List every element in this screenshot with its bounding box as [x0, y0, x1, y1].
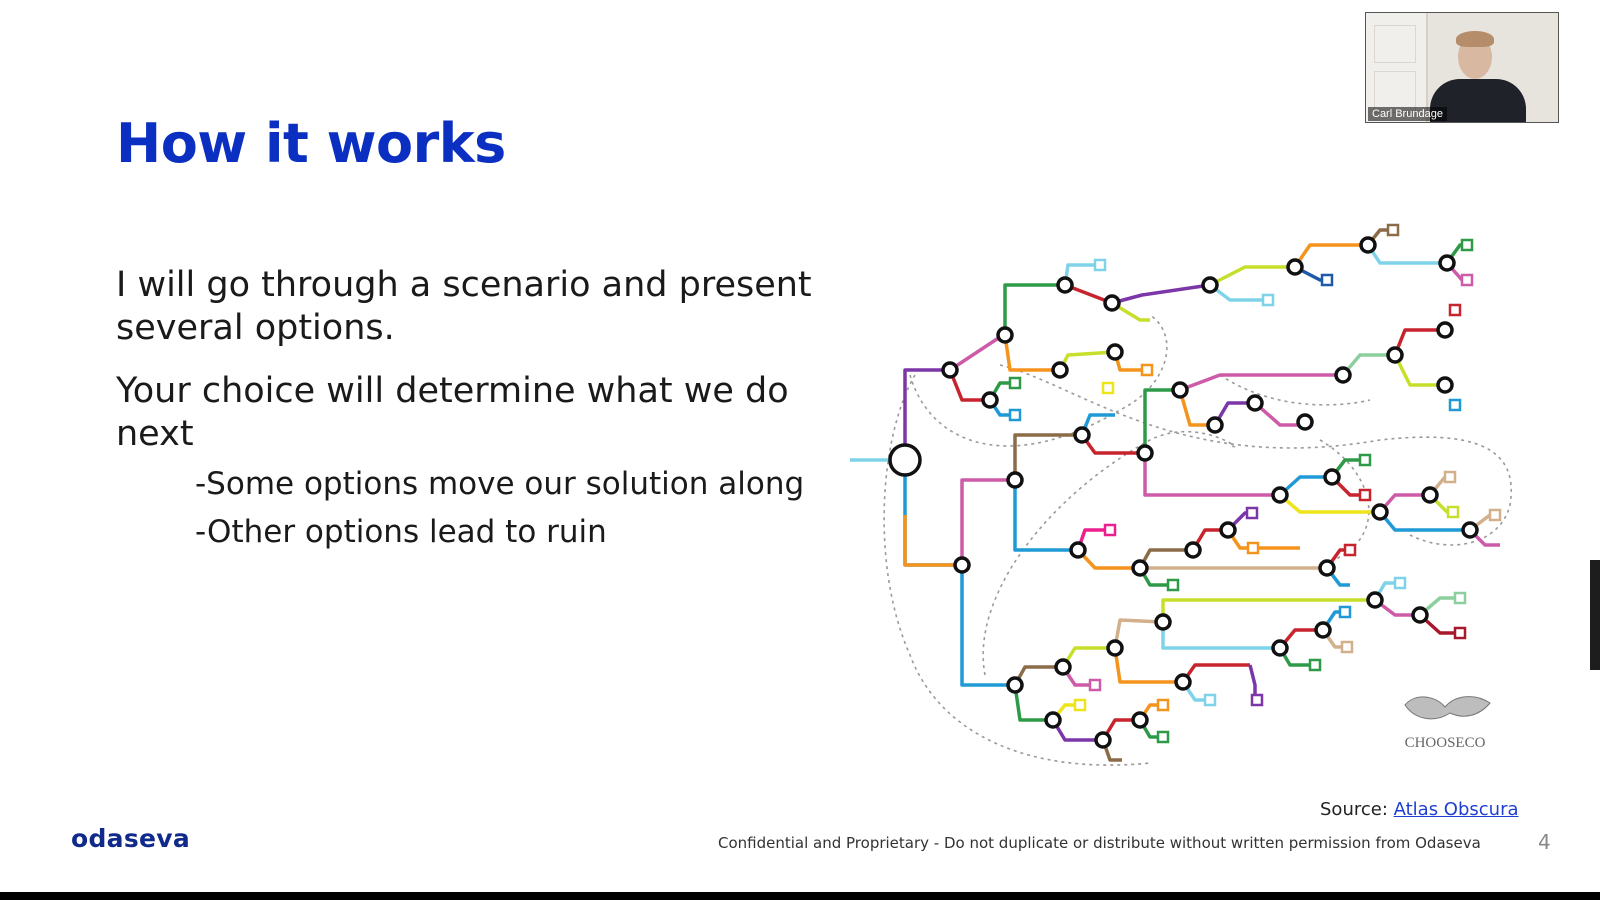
choose-your-own-adventure-diagram: CHOOSECO [850, 223, 1513, 766]
slide-title: How it works [116, 112, 506, 175]
brand-logo: odaseva [71, 824, 191, 853]
sub-point-move-along: -Some options move our solution along [195, 466, 805, 502]
footer-confidential: Confidential and Proprietary - Do not du… [718, 834, 1481, 852]
participant-hair [1456, 31, 1494, 47]
webcam-tile[interactable]: Carl Brundage [1365, 12, 1559, 123]
sub-point-ruin: -Other options lead to ruin [195, 514, 607, 550]
source-label: Source: [1320, 799, 1388, 820]
background-door [1366, 13, 1428, 122]
participant-name: Carl Brundage [1368, 107, 1447, 121]
paragraph-scenario: I will go through a scenario and present… [116, 265, 812, 348]
source-link[interactable]: Atlas Obscura [1393, 799, 1519, 820]
scroll-edge [1590, 560, 1600, 670]
source-citation: Source: Atlas Obscura [1320, 799, 1519, 820]
page-number: 4 [1538, 830, 1551, 854]
paragraph-choice: Your choice will determine what we do ne… [116, 371, 789, 454]
window-edge [1590, 0, 1600, 892]
chooseco-logo: CHOOSECO [1404, 696, 1491, 751]
chooseco-logo-text: CHOOSECO [1405, 735, 1486, 751]
